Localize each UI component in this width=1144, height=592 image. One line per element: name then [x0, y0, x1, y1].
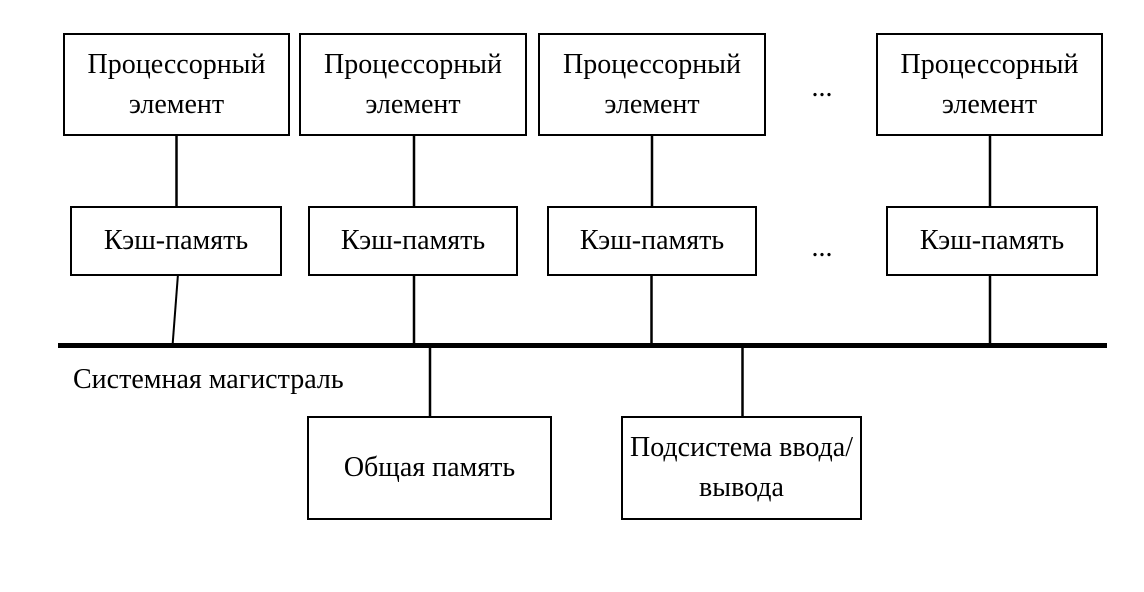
cache-row-ellipsis: ... — [811, 232, 833, 263]
io-subsystem-label: Подсистема ввода/вывода — [629, 432, 853, 503]
processor-element-label: Процессорный элемент — [324, 48, 502, 120]
connector-line — [171, 273, 179, 347]
processor-element-box-2: Процессорный элемент — [299, 33, 527, 136]
processor-element-box-1: Процессорный элемент — [63, 33, 290, 136]
shared-memory-box: Общая память — [307, 416, 552, 520]
shared-memory-label: Общая память — [343, 452, 516, 483]
cache-memory-box-2: Кэш-память — [308, 206, 518, 276]
cache-memory-box-4: Кэш-память — [886, 206, 1098, 276]
cache-memory-label: Кэш-память — [340, 225, 486, 256]
processor-element-label: Процессорный элемент — [563, 48, 741, 120]
processor-element-label: Процессорный элемент — [87, 48, 266, 120]
cache-memory-label: Кэш-память — [579, 225, 725, 256]
cache-memory-box-3: Кэш-память — [547, 206, 757, 276]
processor-element-box-3: Процессорный элемент — [538, 33, 766, 136]
cache-memory-box-1: Кэш-память — [70, 206, 282, 276]
cache-memory-label: Кэш-память — [103, 225, 249, 256]
top-row-ellipsis: ... — [811, 72, 833, 103]
system-bus-label: Системная магистраль — [73, 364, 344, 395]
system-bus — [58, 343, 1107, 348]
cache-memory-label: Кэш-память — [919, 225, 1065, 256]
io-subsystem-box: Подсистема ввода/вывода — [621, 416, 862, 520]
processor-element-label: Процессорный элемент — [900, 48, 1079, 120]
processor-element-box-4: Процессорный элемент — [876, 33, 1103, 136]
